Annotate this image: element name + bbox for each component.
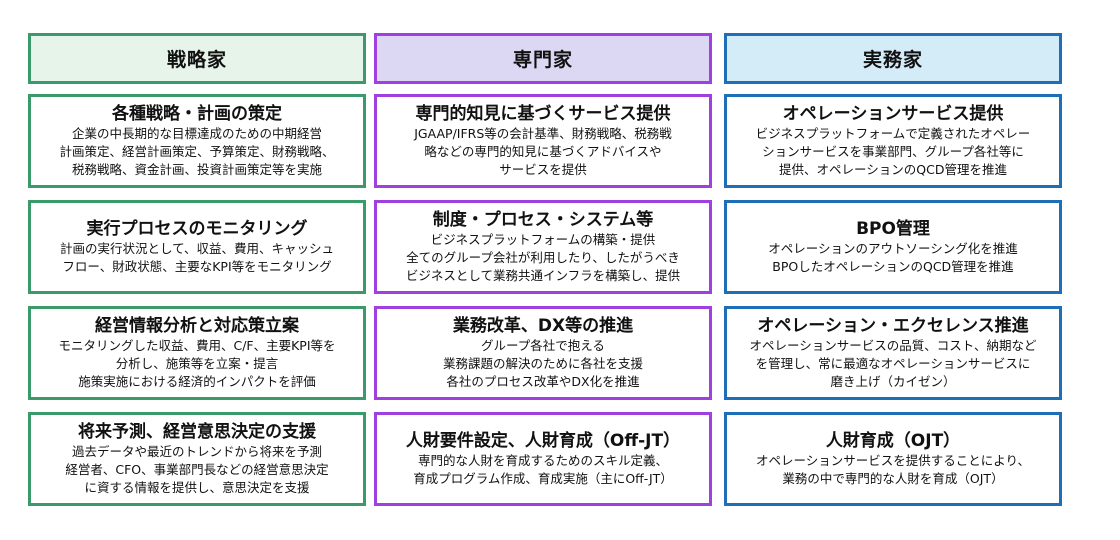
cell-line: 計画策定、経営計画策定、予算策定、財務戦略、: [59, 144, 335, 159]
cell-body: ビジネスプラットフォームの構築・提供 全てのグループ会社が利用したり、したがうべ…: [406, 231, 680, 285]
cell-forecast-decision-support: 将来予測、経営意思決定の支援 過去データや最近のトレンドから将来を予測 経営者、…: [28, 412, 366, 506]
cell-line: BPOしたオペレーションのQCD管理を推進: [772, 259, 1014, 274]
header-specialist: 専門家: [374, 33, 712, 84]
cell-body: モニタリングした収益、費用、C/F、主要KPI等を 分析し、施策等を立案・提言 …: [58, 337, 335, 391]
cell-line: フロー、財政状態、主要なKPI等をモニタリング: [62, 259, 332, 274]
cell-title: 人財育成（OJT）: [825, 431, 961, 451]
cell-title: 制度・プロセス・システム等: [432, 210, 654, 230]
cell-bpo-management: BPO管理 オペレーションのアウトソーシング化を推進 BPOしたオペレーションの…: [724, 200, 1062, 294]
cell-body: ビジネスプラットフォームで定義されたオペレー ションサービスを事業部門、グループ…: [756, 125, 1031, 179]
cell-body: オペレーションサービスの品質、コスト、納期など を管理し、常に最適なオペレーショ…: [749, 337, 1036, 391]
cell-body: 過去データや最近のトレンドから将来を予測 経営者、CFO、事業部門長などの経営意…: [65, 443, 328, 497]
cell-line: 計画の実行状況として、収益、費用、キャッシュ: [59, 241, 334, 256]
cell-body: オペレーションのアウトソーシング化を推進 BPOしたオペレーションのQCD管理を…: [768, 240, 1018, 276]
cell-line: 全てのグループ会社が利用したり、したがうべき: [406, 250, 680, 265]
cell-title: オペレーション・エクセレンス推進: [757, 316, 1029, 336]
cell-line: ビジネスプラットフォームの構築・提供: [430, 232, 656, 247]
cell-title: 業務改革、DX等の推進: [452, 316, 634, 336]
cell-body: グループ各社で抱える 業務課題の解決のために各社を支援 各社のプロセス改革やDX…: [443, 337, 643, 391]
cell-strategy-planning: 各種戦略・計画の策定 企業の中長期的な目標達成のための中期経営 計画策定、経営計…: [28, 94, 366, 188]
cell-line: ビジネスとして業務共通インフラを構築し、提供: [405, 268, 681, 283]
cell-body: JGAAP/IFRS等の会計基準、財務戦略、税務戦 略などの専門的知見に基づくア…: [414, 125, 672, 179]
column-practitioner: 実務家 オペレーションサービス提供 ビジネスプラットフォームで定義されたオペレー…: [724, 33, 1062, 506]
cell-title: 各種戦略・計画の策定: [112, 104, 282, 124]
cell-line: オペレーションのアウトソーシング化を推進: [768, 241, 1018, 256]
column-specialist: 専門家 専門的知見に基づくサービス提供 JGAAP/IFRS等の会計基準、財務戦…: [374, 33, 712, 506]
cell-line: 業務課題の解決のために各社を支援: [442, 356, 643, 371]
cell-analysis-planning: 経営情報分析と対応策立案 モニタリングした収益、費用、C/F、主要KPI等を 分…: [28, 306, 366, 400]
cell-talent-offjt: 人財要件設定、人財育成（Off-JT） 専門的な人財を育成するためのスキル定義、…: [374, 412, 712, 506]
cell-line: 施策実施における経済的インパクトを評価: [78, 374, 316, 389]
cell-line: を管理し、常に最適なオペレーションサービスに: [755, 356, 1031, 371]
cell-title: 専門的知見に基づくサービス提供: [415, 104, 671, 124]
cell-line: 業務の中で専門的な人財を育成（OJT）: [782, 471, 1004, 486]
cell-line: 分析し、施策等を立案・提言: [115, 356, 279, 371]
cell-talent-ojt: 人財育成（OJT） オペレーションサービスを提供することにより、 業務の中で専門…: [724, 412, 1062, 506]
cell-body: 企業の中長期的な目標達成のための中期経営 計画策定、経営計画策定、予算策定、財務…: [59, 125, 334, 179]
cell-line: サービスを提供: [499, 162, 587, 177]
cell-line: オペレーションサービスを提供することにより、: [755, 453, 1030, 468]
cell-title: 実行プロセスのモニタリング: [86, 219, 308, 239]
cell-expert-services: 専門的知見に基づくサービス提供 JGAAP/IFRS等の会計基準、財務戦略、税務…: [374, 94, 712, 188]
cell-line: モニタリングした収益、費用、C/F、主要KPI等を: [58, 338, 336, 353]
cell-body: 専門的な人財を育成するためのスキル定義、 育成プログラム作成、育成実施（主にOf…: [413, 452, 673, 488]
cell-body: オペレーションサービスを提供することにより、 業務の中で専門的な人財を育成（OJ…: [756, 452, 1030, 488]
cell-line: グループ各社で抱える: [481, 338, 605, 353]
cell-title: 将来予測、経営意思決定の支援: [78, 422, 316, 442]
cell-line: ションサービスを事業部門、グループ各社等に: [762, 144, 1024, 159]
cell-title: オペレーションサービス提供: [782, 104, 1004, 124]
cell-business-reform-dx: 業務改革、DX等の推進 グループ各社で抱える 業務課題の解決のために各社を支援 …: [374, 306, 712, 400]
cell-line: JGAAP/IFRS等の会計基準、財務戦略、税務戦: [414, 126, 672, 141]
cell-title: BPO管理: [856, 219, 930, 239]
cell-line: 略などの専門的知見に基づくアドバイスや: [424, 144, 662, 159]
cell-line: 各社のプロセス改革やDX化を推進: [446, 374, 640, 389]
cell-line: 提供、オペレーションのQCD管理を推進: [779, 162, 1007, 177]
header-practitioner: 実務家: [724, 33, 1062, 84]
cell-line: 税務戦略、資金計画、投資計画策定等を実施: [71, 162, 322, 177]
cell-line: に資する情報を提供し、意思決定を支援: [84, 480, 310, 495]
cell-line: ビジネスプラットフォームで定義されたオペレー: [755, 126, 1031, 141]
cell-process-monitoring: 実行プロセスのモニタリング 計画の実行状況として、収益、費用、キャッシュ フロー…: [28, 200, 366, 294]
column-strategist: 戦略家 各種戦略・計画の策定 企業の中長期的な目標達成のための中期経営 計画策定…: [28, 33, 366, 506]
cell-title: 経営情報分析と対応策立案: [95, 316, 299, 336]
cell-line: 経営者、CFO、事業部門長などの経営意思決定: [65, 462, 329, 477]
cell-operational-excellence: オペレーション・エクセレンス推進 オペレーションサービスの品質、コスト、納期など…: [724, 306, 1062, 400]
header-strategist: 戦略家: [28, 33, 366, 84]
cell-line: オペレーションサービスの品質、コスト、納期など: [749, 338, 1037, 353]
cell-operation-services: オペレーションサービス提供 ビジネスプラットフォームで定義されたオペレー ション…: [724, 94, 1062, 188]
cell-line: 過去データや最近のトレンドから将来を予測: [71, 444, 322, 459]
cell-title: 人財要件設定、人財育成（Off-JT）: [405, 431, 681, 451]
cell-line: 企業の中長期的な目標達成のための中期経営: [71, 126, 322, 141]
cell-line: 育成プログラム作成、育成実施（主にOff-JT）: [413, 471, 673, 486]
cell-line: 磨き上げ（カイゼン）: [830, 374, 956, 389]
cell-line: 専門的な人財を育成するためのスキル定義、: [417, 453, 668, 468]
cell-systems-platform: 制度・プロセス・システム等 ビジネスプラットフォームの構築・提供 全てのグループ…: [374, 200, 712, 294]
cell-body: 計画の実行状況として、収益、費用、キャッシュ フロー、財政状態、主要なKPI等を…: [60, 240, 334, 276]
